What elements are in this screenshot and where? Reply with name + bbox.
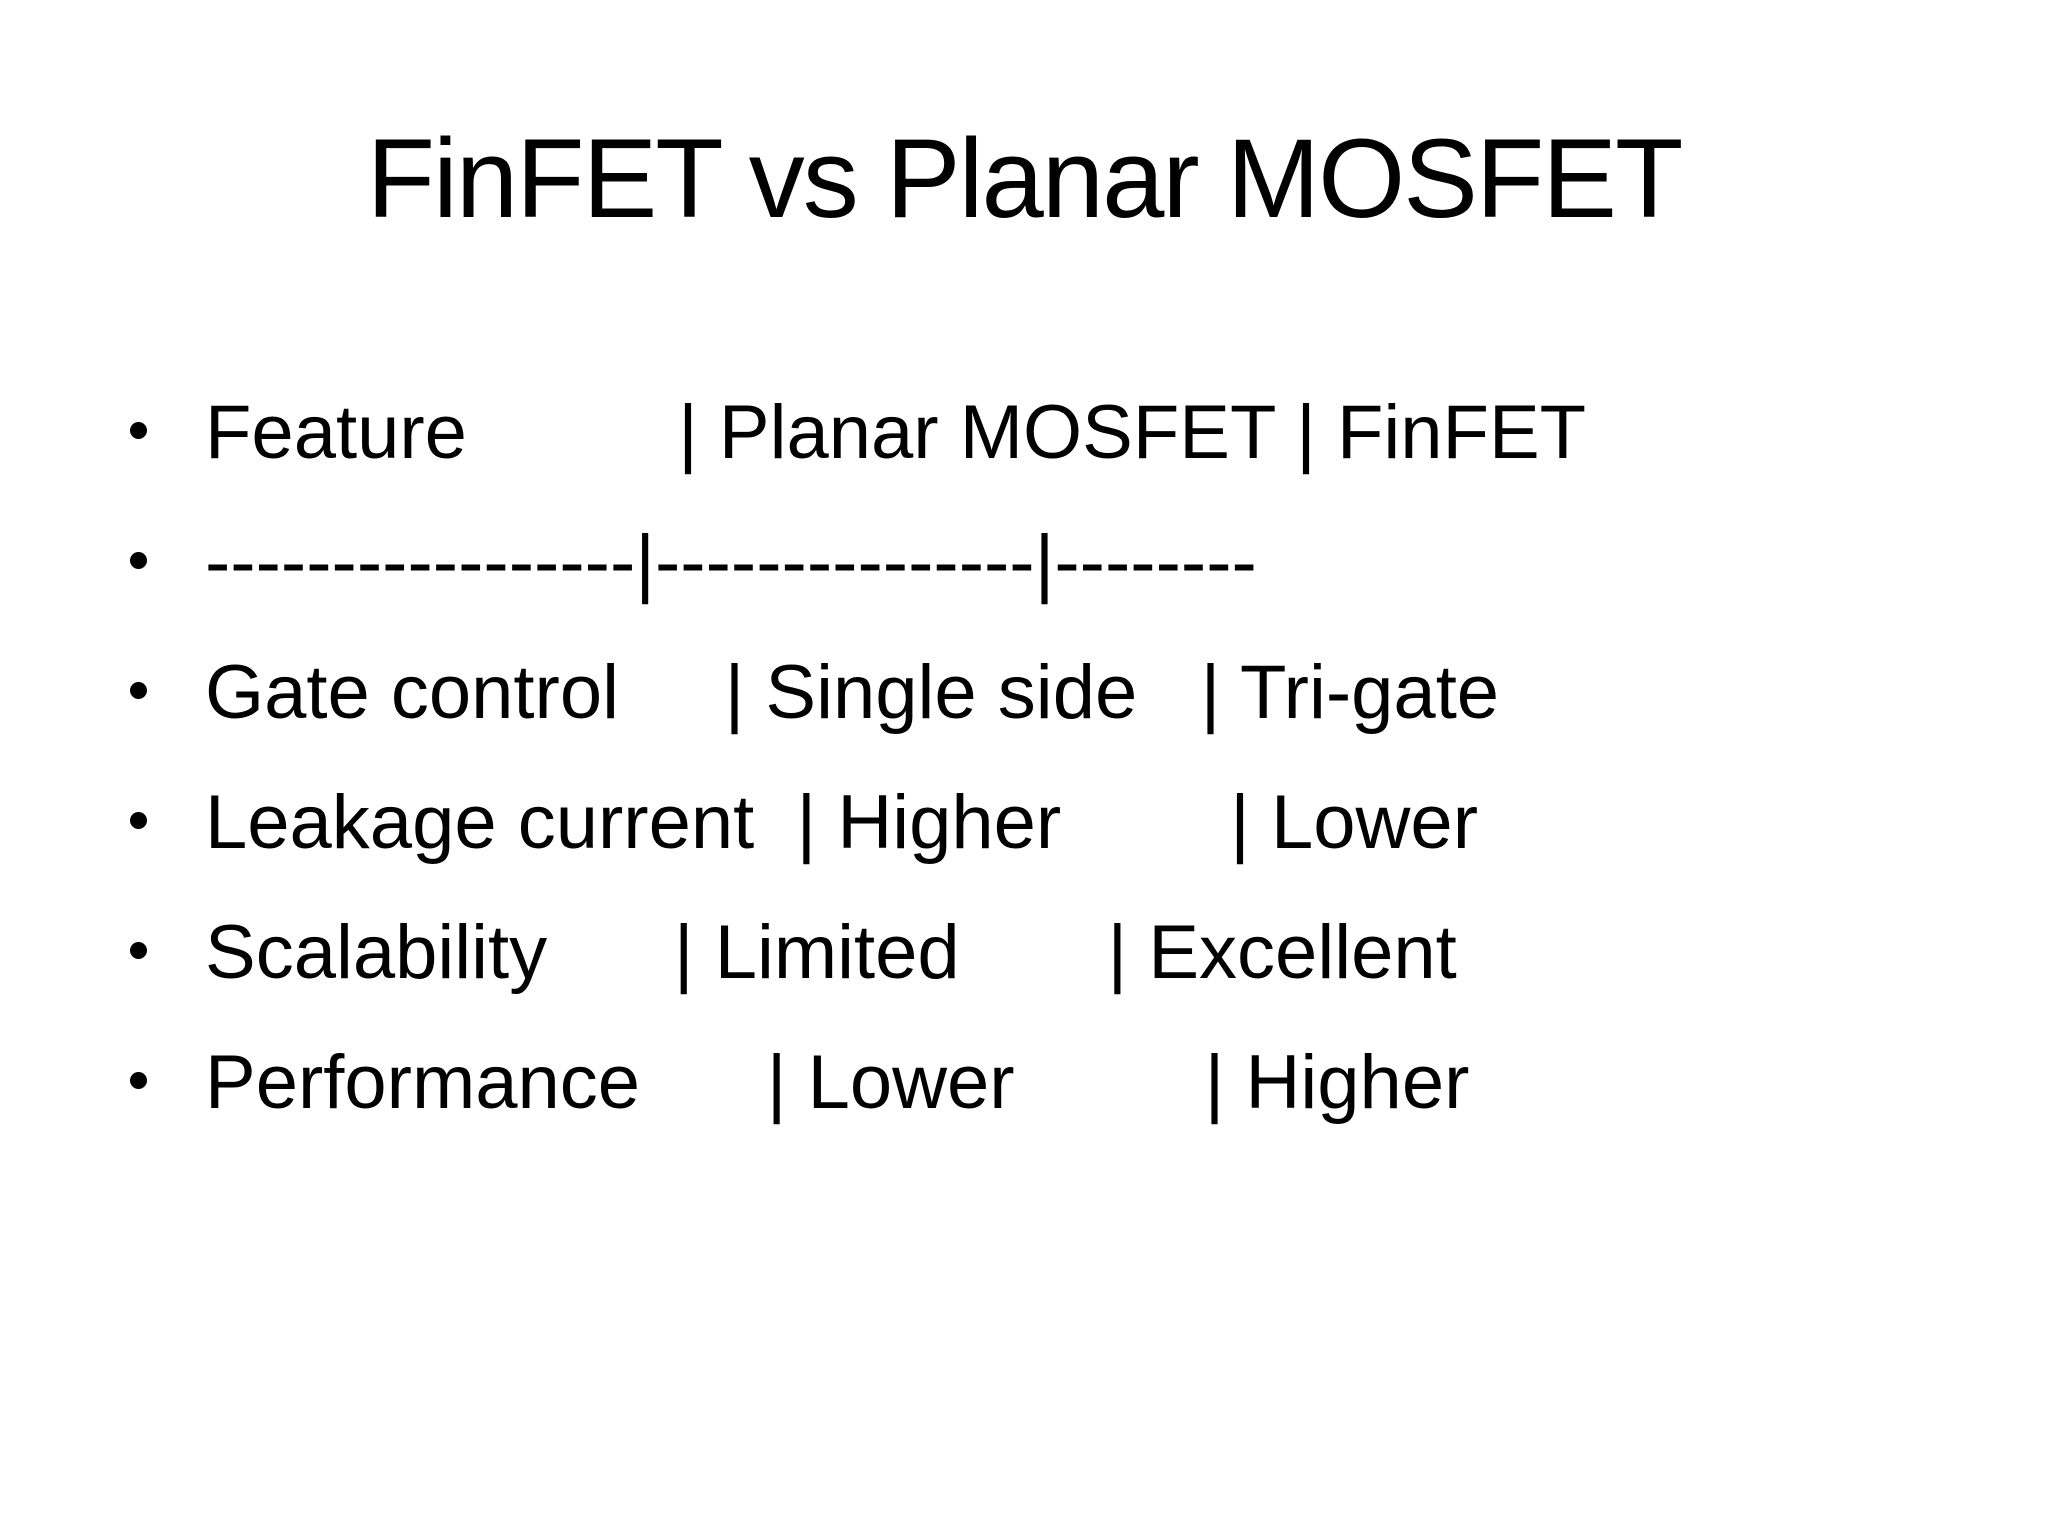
bullet-icon [130,941,147,959]
bullet-line-performance: Performance | Lower | Higher [130,1018,1988,1148]
bullet-text: Leakage current | Higher | Lower [205,780,1478,865]
bullet-line-separator: -----------------|---------------|------… [130,498,1988,628]
bullet-text: Scalability | Limited | Excellent [205,910,1457,995]
bullet-icon [130,1071,147,1089]
bullet-icon [130,811,147,829]
bullet-icon [130,681,147,699]
bullet-list: Feature | Planar MOSFET | FinFET -------… [130,368,1988,1148]
bullet-line-header: Feature | Planar MOSFET | FinFET [130,368,1988,498]
bullet-icon [130,421,147,439]
bullet-text: Gate control | Single side | Tri-gate [205,650,1500,735]
bullet-icon [130,551,147,569]
bullet-line-scalability: Scalability | Limited | Excellent [130,888,1988,1018]
bullet-text: Feature | Planar MOSFET | FinFET [205,390,1587,475]
bullet-text: -----------------|---------------|------… [205,520,1257,605]
bullet-line-gate-control: Gate control | Single side | Tri-gate [130,628,1988,758]
bullet-line-leakage-current: Leakage current | Higher | Lower [130,758,1988,888]
bullet-text: Performance | Lower | Higher [205,1040,1470,1125]
slide-title: FinFET vs Planar MOSFET [366,116,1684,241]
